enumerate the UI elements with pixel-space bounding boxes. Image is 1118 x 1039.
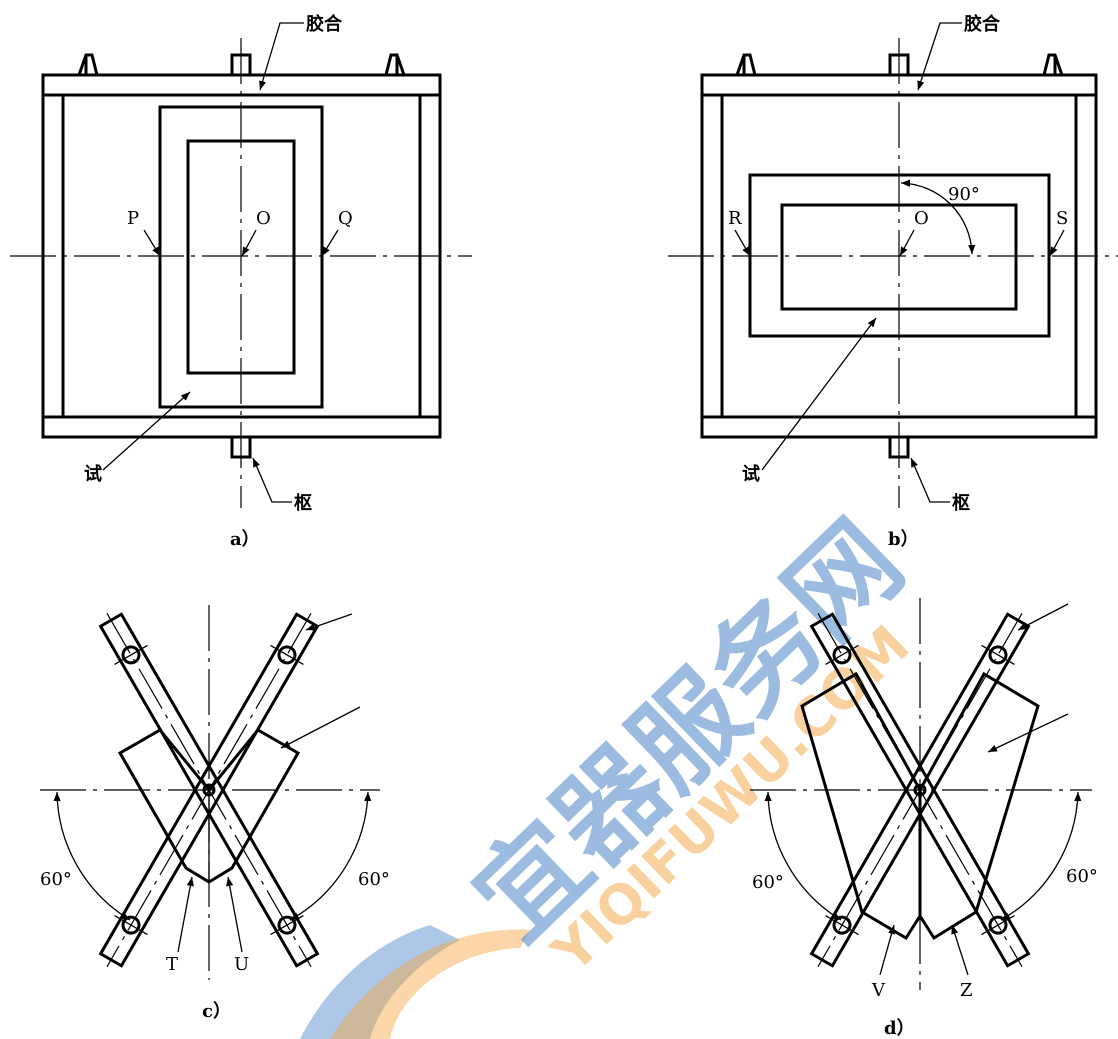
caption-d: d） (884, 1018, 915, 1039)
panel-b-leader-r (734, 229, 751, 257)
panel-b-label-o: O (914, 208, 929, 229)
panel-c-center-pin (202, 783, 216, 797)
panel-b-label-s: S (1056, 208, 1068, 229)
panel-d-label-z: Z (960, 980, 973, 1001)
panel-a-label-q: Q (338, 208, 353, 229)
panel-d-leader-z (951, 924, 969, 976)
panel-c-label-t: T (166, 954, 178, 975)
panel-b-leader-s (1049, 229, 1065, 257)
caption-b: b） (888, 529, 919, 550)
panel-b-label-r: R (728, 208, 742, 229)
panel-b-leader-glue (917, 22, 962, 91)
panel-b-label-pivot: 枢 (952, 493, 970, 514)
panel-d-label-60-left: 60° (752, 872, 784, 893)
panel-c-label-60-left: 60° (40, 869, 72, 890)
panel-c-leader-specimen (280, 706, 361, 749)
panel-d-leader-v (879, 924, 896, 976)
caption-c: c） (202, 1001, 231, 1022)
watermark: 宜器服务网 YIQIFUWU.COM (300, 499, 927, 1039)
panel-a: 胶合 P Q O 试 枢 a） (10, 13, 472, 550)
panel-b-leader-pivot (910, 457, 950, 503)
panel-b-leader-specimen (761, 317, 877, 471)
panel-d-angle-right (1000, 791, 1082, 921)
panel-c-angle-left (53, 791, 131, 921)
panel-b-label-specimen: 试 (742, 463, 760, 485)
panel-c-leader-u (226, 876, 243, 953)
panel-b-angle-arc (900, 179, 976, 255)
panel-c: 60° 60° T U c） (40, 605, 390, 1022)
watermark-swoosh-blue (300, 925, 460, 1039)
panel-d-arm-right (809, 612, 1031, 968)
panel-a-label-o: O (256, 208, 271, 229)
panel-c-leader-t (177, 876, 194, 953)
panel-c-angle-right (289, 791, 372, 921)
panel-b-label-90: 90° (948, 184, 980, 205)
panel-a-label-glue: 胶合 (306, 13, 343, 35)
panel-c-label-60-right: 60° (358, 869, 390, 890)
panel-d-label-60-right: 60° (1066, 866, 1098, 887)
panel-c-specimen (117, 728, 301, 884)
watermark-swoosh-orange (330, 929, 530, 1039)
panel-a-leader-specimen (102, 391, 191, 471)
panel-c-arm-right (98, 612, 320, 968)
panel-d-center-pin (913, 783, 927, 797)
panel-a-leader-o (241, 229, 257, 257)
panel-d-angle-left (764, 791, 842, 921)
panel-c-label-u: U (234, 954, 249, 975)
panel-a-leader-q (321, 229, 339, 257)
panel-d-leader-specimen (987, 713, 1069, 753)
panel-b-label-glue: 胶合 (964, 13, 1001, 35)
panel-a-label-specimen: 试 (84, 463, 102, 485)
panel-a-label-p: P (127, 208, 139, 229)
panel-d-leader-arm (1017, 603, 1069, 631)
panel-c-leader-arm (305, 613, 353, 631)
panel-b-leader-o (899, 229, 915, 257)
panel-a-label-pivot: 枢 (294, 493, 312, 514)
panel-d: 60° 60° V Z d） (750, 598, 1098, 1039)
panel-b: 90° 胶合 R S O 试 枢 b） (668, 13, 1118, 550)
panel-d-label-v: V (871, 980, 886, 1001)
panel-a-leader-pivot (252, 457, 292, 503)
caption-a: a） (230, 529, 260, 550)
panel-a-leader-glue (259, 22, 304, 91)
panel-a-leader-p (143, 229, 161, 257)
